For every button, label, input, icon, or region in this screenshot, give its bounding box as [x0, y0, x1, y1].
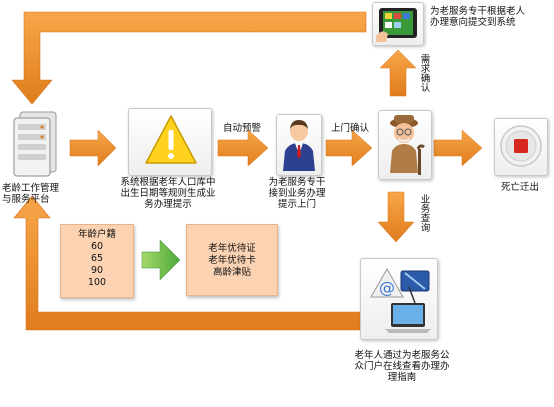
age-box-title: 年龄户籍 — [77, 229, 116, 240]
bottom-return-arrow — [13, 195, 363, 331]
elder-node — [378, 110, 432, 180]
age-item: 90 — [90, 265, 104, 276]
business-query-text: 业务查询 — [418, 194, 430, 232]
death-node — [494, 118, 548, 176]
warning-node — [128, 108, 212, 176]
arrow-elder-to-tablet — [379, 49, 417, 97]
benefit-item: 老年优待证 — [208, 243, 256, 254]
arrow-elder-to-death — [433, 129, 483, 167]
portal-label: 老年人通过为老服务公众门户在线查看办理办理指南 — [354, 350, 450, 383]
platform-label: 老龄工作管理与服务平台 — [2, 183, 60, 205]
tablet-node — [372, 2, 424, 46]
server-icon — [10, 110, 62, 182]
arrow-staff-to-elder — [325, 129, 373, 167]
request-confirm-label: 需求确认 — [418, 54, 430, 95]
visit-confirm-label: 上门确认 — [330, 123, 369, 134]
age-item: 60 — [90, 241, 104, 252]
staff-label: 为老服务专干接到业务办理提示上门 — [268, 177, 326, 210]
warning-icon — [143, 113, 199, 171]
death-label: 死亡迁出 — [500, 182, 539, 193]
business-person-icon — [279, 117, 319, 177]
elderly-man-icon — [382, 113, 428, 181]
tablet-icon — [376, 6, 420, 46]
platform-node — [8, 110, 64, 180]
tablet-label: 为老服务专干根据老人办理意向提交到系统 — [430, 6, 526, 28]
business-query-label: 业务查询 — [418, 194, 430, 235]
svg-text:@: @ — [379, 278, 395, 297]
top-return-arrow — [11, 11, 367, 105]
benefit-item: 高龄津贴 — [212, 267, 251, 278]
benefit-box: 老年优待证 老年优待卡 高龄津贴 — [186, 224, 278, 296]
auto-alert-label: 自动预警 — [222, 123, 261, 134]
request-confirm-text: 需求确认 — [418, 54, 430, 92]
portal-node: @ — [360, 258, 438, 340]
stop-icon — [499, 124, 543, 172]
arrow-platform-to-warning — [69, 129, 117, 167]
internet-computer-icon: @ — [365, 263, 433, 339]
benefit-item: 老年优待卡 — [208, 255, 256, 266]
staff-node — [276, 114, 322, 176]
warning-label: 系统根据老年人口库中出生日期等规则生成业务办理提示 — [120, 177, 216, 210]
arrow-warning-to-staff — [217, 129, 269, 167]
age-item: 65 — [90, 253, 104, 264]
age-box: 年龄户籍 60 65 90 100 — [60, 224, 134, 298]
arrow-age-to-benefit — [141, 239, 181, 281]
age-item: 100 — [87, 277, 107, 288]
arrow-elder-to-portal — [377, 191, 415, 243]
